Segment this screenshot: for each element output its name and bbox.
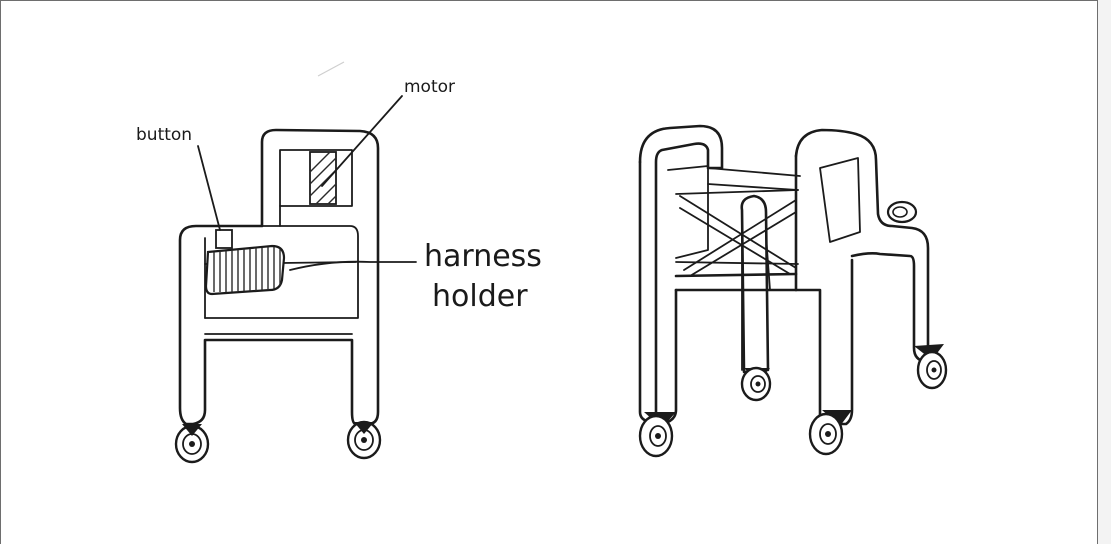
label-button: button [136,125,192,145]
button-leader [198,146,220,230]
stray-mark [318,62,344,76]
persp-wheel-front-right [810,410,852,454]
persp-rear-left-leg [742,196,768,372]
walker-side-view: button motor harness holder [136,77,542,462]
side-wheel-right [348,422,380,458]
label-harness: harness [424,239,542,274]
persp-wheel-front-left [640,412,676,456]
persp-wheel-rear-right [914,344,946,388]
persp-side-knob [888,202,916,222]
harness-pad [206,246,284,294]
side-upper-rail [262,206,280,226]
persp-front-bar [676,274,796,290]
motor-leader [322,96,402,186]
persp-top-bar [708,168,800,190]
persp-left-handle [640,126,722,420]
persp-right-handle [796,130,928,350]
label-holder: holder [432,279,528,314]
persp-left-front-leg-outer [640,162,676,422]
label-motor: motor [404,77,455,97]
button-part [216,230,232,248]
side-wheel-left [176,424,208,462]
walker-perspective-view [640,126,946,456]
persp-wheel-rear-center [742,368,770,400]
persp-right-handle-inner [820,158,860,242]
